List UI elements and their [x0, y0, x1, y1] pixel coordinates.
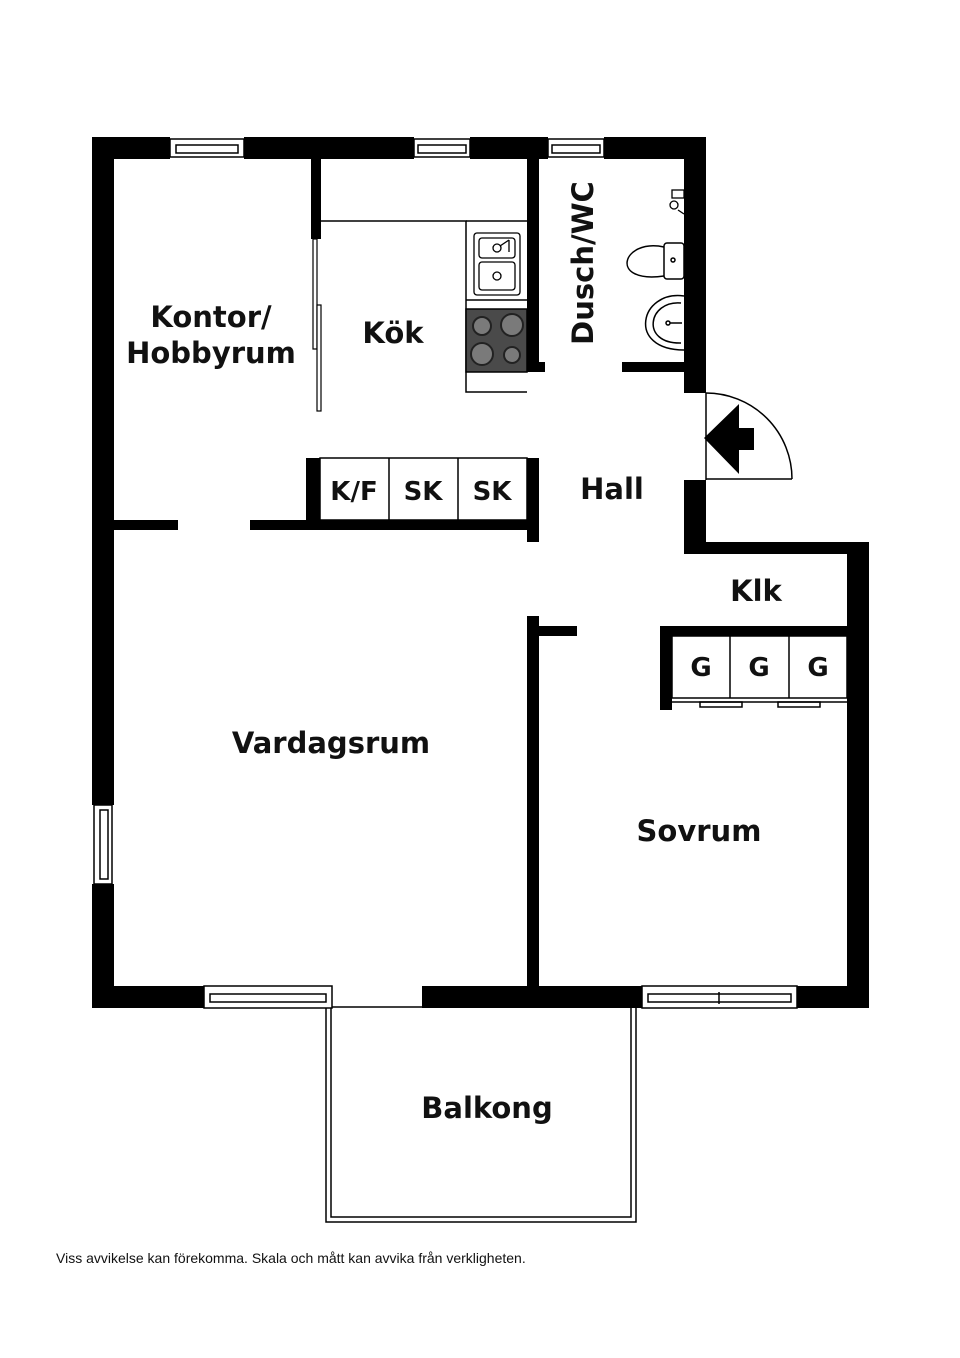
room-label-hall: Hall: [580, 472, 644, 506]
window-office: [169, 138, 245, 158]
windows: [93, 138, 798, 1009]
window-bathroom: [547, 138, 605, 158]
window-kitchen: [413, 138, 471, 158]
room-label-living-room: Vardagsrum: [232, 726, 430, 760]
kitchen-counter: [321, 220, 527, 393]
balcony: [325, 1008, 637, 1223]
wardrobe-label-1: G: [690, 653, 711, 683]
sink-bathroom-icon: [644, 294, 685, 351]
wardrobes: [671, 635, 848, 708]
room-label-office-line2: Hobbyrum: [126, 336, 296, 370]
sink-icon: [473, 232, 521, 296]
stove-icon: [465, 308, 528, 373]
room-label-balcony: Balkong: [421, 1091, 552, 1125]
sliding-door-office: [312, 238, 322, 412]
wardrobe-label-2: G: [748, 653, 769, 683]
toilet-icon: [626, 242, 685, 280]
disclaimer-text: Viss avvikelse kan förekomma. Skala och …: [56, 1250, 526, 1266]
kitchen-cabinets: [319, 457, 528, 521]
window-living-left: [93, 804, 113, 885]
cabinet-label-sk-1: SK: [404, 477, 444, 507]
cabinet-label-kf: K/F: [330, 477, 377, 507]
room-label-bathroom: Dusch/WC: [566, 181, 600, 345]
room-label-bedroom: Sovrum: [637, 814, 762, 848]
window-living-bottom: [203, 985, 333, 1009]
window-bedroom: [641, 985, 798, 1009]
entrance-arrow-icon: [704, 404, 754, 474]
shower-icon: [669, 189, 685, 215]
room-label-office-line1: Kontor/: [150, 300, 272, 334]
wardrobe-label-3: G: [807, 653, 828, 683]
cabinet-label-sk-2: SK: [473, 477, 513, 507]
room-label-kitchen: Kök: [362, 316, 424, 350]
interior-walls: [114, 159, 847, 1008]
room-label-closet: Klk: [730, 574, 782, 608]
exterior-walls: [92, 137, 869, 1008]
